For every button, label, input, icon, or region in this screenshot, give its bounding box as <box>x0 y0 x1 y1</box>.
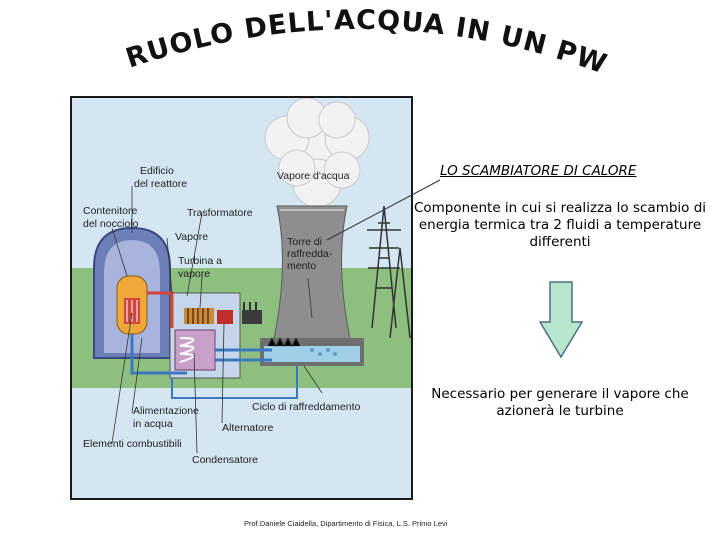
steam-cloud <box>264 98 370 208</box>
label-alternatore: Alternatore <box>222 422 274 434</box>
footer-credit: Prof.Daniele Ciaidella, Dipartimento di … <box>244 519 448 528</box>
label-turbina-2: vapore <box>178 268 210 280</box>
label-torre-3: mento <box>287 260 316 272</box>
label-torre-1: Torre di <box>287 236 322 248</box>
turbine-building <box>169 292 262 379</box>
label-edificio-1: Edificio <box>140 165 174 177</box>
label-vapore: Vapore <box>175 231 208 243</box>
label-elementi: Elementi combustibili <box>83 438 182 450</box>
cooling-loop <box>130 334 272 375</box>
label-torre-2: raffredda- <box>287 248 333 260</box>
consequence-text: Necessario per generare il vapore che az… <box>431 386 689 419</box>
title-banner: IL RUOLO DELL'ACQUA IN UN PWR <box>0 0 611 80</box>
label-vapore-acqua: Vapore d'acqua <box>277 170 350 182</box>
label-alimentazione-2: in acqua <box>133 418 173 430</box>
down-arrow-icon <box>538 281 584 359</box>
label-contenitore-1: Contenitore <box>83 205 137 217</box>
label-contenitore-2: del nocciolo <box>83 218 139 230</box>
label-ciclo: Ciclo di raffreddamento <box>252 401 361 413</box>
heat-exchanger-description: Componente in cui si realizza lo scambio… <box>413 200 707 250</box>
label-alimentazione-1: Alimentazione <box>133 405 199 417</box>
label-trasformatore: Trasformatore <box>187 207 253 219</box>
cooling-tower <box>271 205 353 349</box>
page-title: IL RUOLO DELL'ACQUA IN UN PWR <box>0 0 611 80</box>
cooling-water <box>264 346 360 362</box>
pwr-illustration: Edificio del reattore Vapore d'acqua Con… <box>72 98 411 498</box>
label-condensatore: Condensatore <box>192 454 258 466</box>
reactor-building <box>93 226 171 359</box>
label-edificio-2: del reattore <box>134 178 187 190</box>
heat-exchanger-heading: LO SCAMBIATORE DI CALORE <box>440 163 637 179</box>
label-turbina-1: Turbina a <box>178 255 222 267</box>
pwr-diagram: Edificio del reattore Vapore d'acqua Con… <box>70 96 413 500</box>
